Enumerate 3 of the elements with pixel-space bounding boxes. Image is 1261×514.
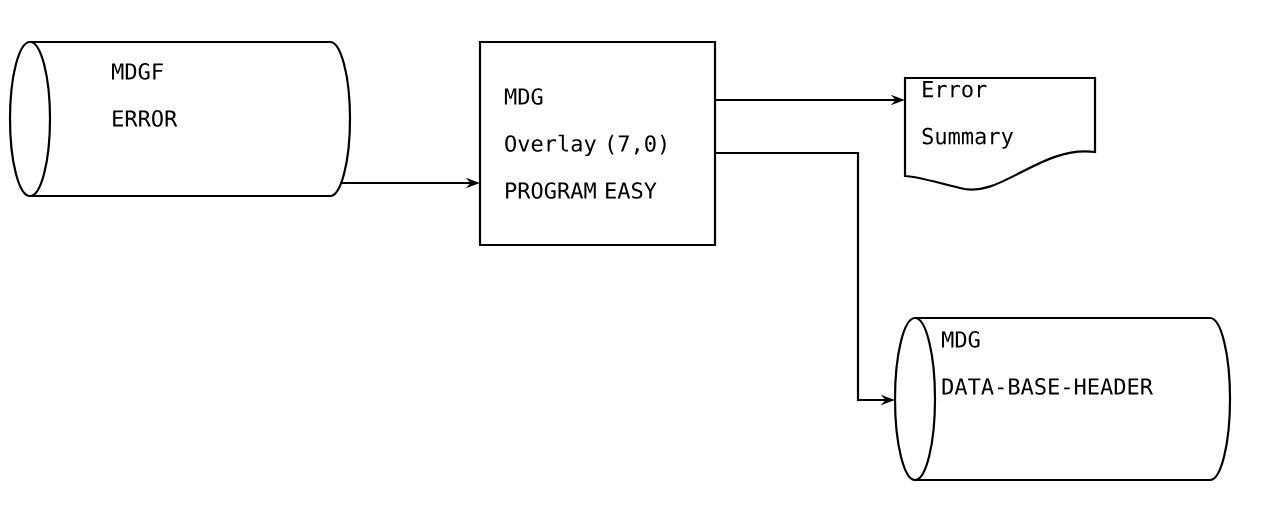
storage-cylinder: MDG DATA-BASE-HEADER (893, 316, 1232, 482)
storage-cylinder: MDGF ERROR (8, 40, 352, 198)
process-box: MDG Overlay (7,0) PROGRAM EASY (478, 40, 717, 247)
